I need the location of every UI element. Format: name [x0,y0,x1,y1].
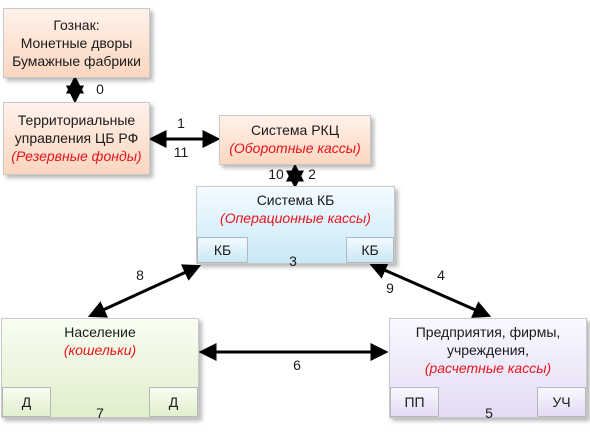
enterprises-line-1: Предприятия, фирмы, [415,324,561,340]
goznak-line-1: Гознак: [53,17,100,33]
rkc-title: Система РКЦ [250,122,340,138]
arrow-kb-enterprises [368,262,492,318]
territorial-note: (Резервные фонды) [11,148,142,164]
flow-label-0: 0 [96,81,104,97]
enterprises-line-2: учреждения, [446,342,530,358]
flow-label-8: 8 [136,267,144,283]
enterprises-note: (расчетные кассы) [424,360,552,376]
population-title: Население [64,324,136,340]
flow-label-2: 2 [308,166,316,182]
kb-sub-left: КБ [197,237,248,263]
flow-label-5: 5 [485,405,493,421]
enterprises-sub-right: УЧ [537,387,586,417]
goznak-line-3: Бумажные фабрики [12,53,141,69]
population-note: (кошельки) [63,342,137,358]
flow-label-3: 3 [289,253,297,269]
goznak-box: Гознак: Монетные дворы Бумажные фабрики [3,8,150,78]
flow-label-4: 4 [437,267,445,283]
population-sub-right: Д [149,387,198,417]
arrow-kb-population [87,264,202,318]
territorial-box: Территориальные управления ЦБ РФ (Резерв… [3,102,150,175]
rkc-note: (Оборотные кассы) [229,140,361,156]
flow-label-6: 6 [293,357,301,373]
enterprises-box: Предприятия, фирмы, учреждения, (расчетн… [389,318,587,418]
kb-note: (Операционные кассы) [220,210,371,226]
flow-label-11: 11 [173,144,189,160]
flow-label-7: 7 [96,405,104,421]
kb-box: Система КБ (Операционные кассы) КБ КБ [196,186,395,264]
flow-label-1: 1 [177,115,185,131]
territorial-line-1: Территориальные [17,112,136,128]
enterprises-sub-left: ПП [390,387,439,417]
kb-title: Система КБ [256,192,335,208]
goznak-line-2: Монетные дворы [20,35,133,51]
population-box: Население (кошельки) Д Д [1,318,199,418]
territorial-line-2: управления ЦБ РФ [14,130,139,146]
flow-label-9: 9 [386,280,394,296]
population-sub-left: Д [2,387,51,417]
flow-label-10: 10 [268,166,284,182]
rkc-box: Система РКЦ (Оборотные кассы) [219,115,371,165]
kb-sub-right: КБ [346,237,394,263]
